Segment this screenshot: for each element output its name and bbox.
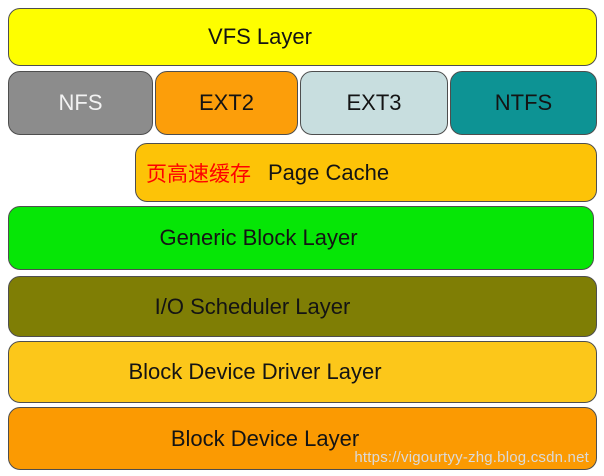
- filesystem-ntfs-box: NTFS: [450, 71, 597, 135]
- filesystem-ext2-label: EXT2: [198, 90, 255, 115]
- page-cache-chinese-annotation: 页高速缓存: [146, 162, 251, 186]
- layer-page-cache-bar: 页高速缓存 Page Cache: [135, 143, 597, 202]
- filesystem-ext2-box: EXT2: [155, 71, 298, 135]
- layer-vfs-bar: VFS Layer: [8, 8, 597, 66]
- layer-generic-block-label: Generic Block Layer: [159, 225, 358, 250]
- layer-io-scheduler-label: I/O Scheduler Layer: [154, 293, 351, 319]
- layer-block-device-driver-bar: Block Device Driver Layer: [8, 341, 597, 403]
- layer-page-cache-label: Page Cache: [268, 159, 390, 185]
- watermark-blog-url: https://vigourtyy-zhg.blog.csdn.net: [354, 449, 589, 466]
- layer-block-device-driver-label: Block Device Driver Layer: [128, 359, 382, 384]
- filesystem-ntfs-label: NTFS: [494, 90, 553, 115]
- filesystem-nfs-box: NFS: [8, 71, 153, 135]
- layer-vfs-label: VFS Layer: [208, 24, 312, 49]
- layer-io-scheduler-bar: I/O Scheduler Layer: [8, 276, 597, 337]
- layer-block-device-label: Block Device Layer: [170, 425, 360, 451]
- layer-generic-block-bar: Generic Block Layer: [8, 206, 594, 270]
- filesystem-ext3-box: EXT3: [300, 71, 448, 135]
- filesystem-nfs-label: NFS: [58, 90, 103, 115]
- filesystem-ext3-label: EXT3: [346, 90, 402, 115]
- layer-block-device-bar: Block Device Layer: [8, 407, 597, 470]
